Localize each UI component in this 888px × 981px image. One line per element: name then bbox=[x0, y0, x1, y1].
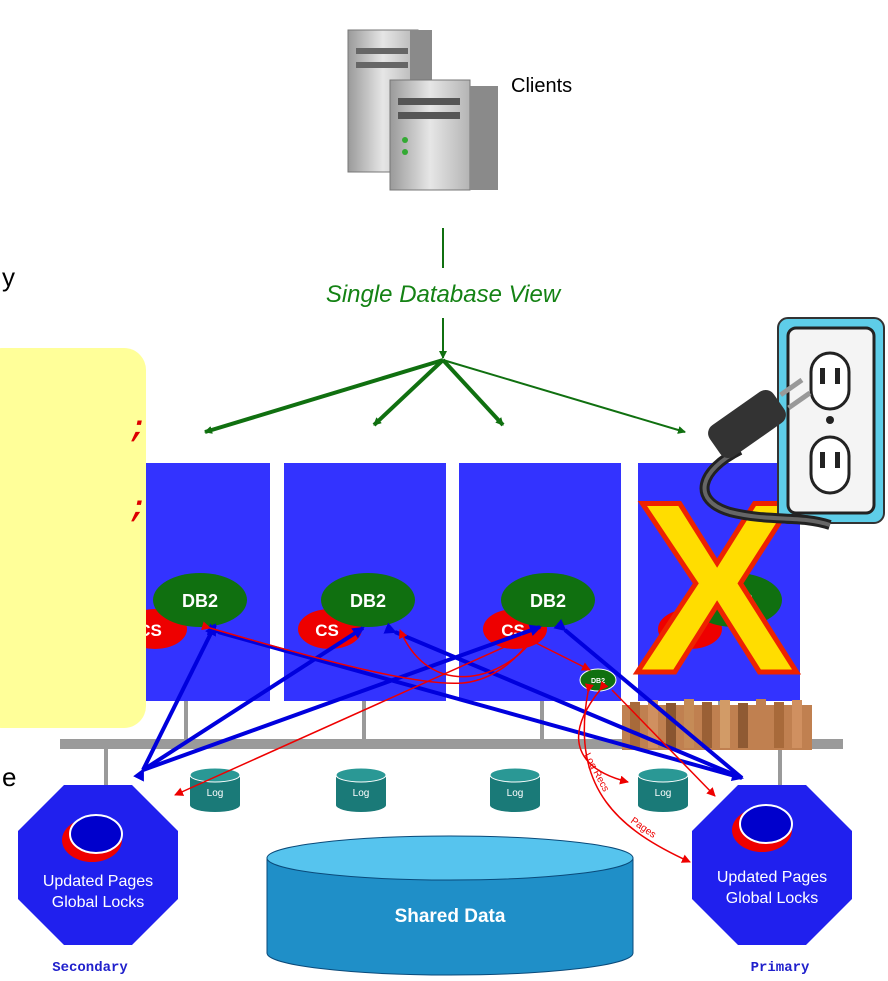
log-disk-4: Log bbox=[637, 767, 689, 812]
log-recs-label: Log Recs bbox=[581, 751, 611, 793]
clients-server-icon bbox=[347, 29, 498, 191]
db2-label-3: DB2 bbox=[530, 591, 566, 611]
cf-secondary-line2: Global Locks bbox=[52, 894, 145, 911]
shared-data-cylinder bbox=[266, 835, 634, 976]
pages-flow bbox=[583, 683, 691, 863]
cf-primary-disc-icon bbox=[739, 804, 793, 844]
edge-text-top: y bbox=[2, 262, 15, 292]
svg-text:Log: Log bbox=[655, 788, 672, 799]
failure-x-mark: X bbox=[635, 450, 798, 724]
cf-secondary-role: Secondary bbox=[52, 960, 128, 976]
svg-text:Log: Log bbox=[207, 788, 224, 799]
cf-primary-role: Primary bbox=[751, 960, 810, 976]
view-arrow-member1 bbox=[204, 358, 444, 434]
bus-drop-primary bbox=[778, 749, 782, 785]
cf-primary-octagon bbox=[692, 785, 852, 945]
red-flow-1 bbox=[201, 621, 531, 685]
bus-drop-secondary bbox=[104, 749, 108, 785]
bus-drop-1 bbox=[184, 700, 188, 740]
view-arrow-member3 bbox=[441, 358, 505, 427]
note-line-1: ; bbox=[129, 412, 148, 446]
note-line-2: ; bbox=[129, 492, 148, 526]
cs-label-2: CS bbox=[315, 621, 339, 640]
db2-label-2: DB2 bbox=[350, 591, 386, 611]
cf-primary-line1: Updated Pages bbox=[717, 869, 827, 886]
db2-badge-1 bbox=[153, 573, 247, 627]
db2-badge-2 bbox=[321, 573, 415, 627]
note-callout bbox=[0, 348, 146, 728]
cf-secondary-disc-icon bbox=[69, 814, 123, 854]
red-flow-2 bbox=[399, 629, 531, 678]
db2-label-1: DB2 bbox=[182, 591, 218, 611]
power-outlet-icon bbox=[777, 317, 885, 524]
cf-secondary-line1: Updated Pages bbox=[43, 873, 153, 890]
log-disk-3: Log bbox=[489, 767, 541, 812]
restart-db2-label: DB2 bbox=[591, 678, 605, 685]
cf-link-sec-m1 bbox=[133, 623, 217, 782]
log-pages-pile-icon bbox=[622, 699, 812, 750]
svg-text:Log: Log bbox=[353, 788, 370, 799]
bus-drop-2 bbox=[362, 700, 366, 740]
clients-label: Clients bbox=[511, 75, 572, 97]
view-arrow-member4 bbox=[442, 359, 686, 434]
log-disk-2: Log bbox=[335, 767, 387, 812]
log-disk-1: Log bbox=[189, 767, 241, 812]
red-flows bbox=[174, 621, 716, 863]
red-flow-to-primary bbox=[611, 689, 716, 797]
db2-badge-4 bbox=[688, 573, 782, 627]
db2-label-4: DB2 bbox=[717, 591, 753, 611]
shared-data-label: Shared Data bbox=[395, 906, 506, 927]
cf-primary-line2: Global Locks bbox=[726, 890, 819, 907]
view-label: Single Database View bbox=[326, 281, 562, 308]
edge-text-bottom: e bbox=[2, 762, 17, 792]
db2-badge-3 bbox=[501, 573, 595, 627]
view-arrow-member2 bbox=[372, 358, 445, 427]
red-flow-to-secondary bbox=[174, 639, 521, 796]
svg-text:Log: Log bbox=[507, 788, 524, 799]
red-flow-3 bbox=[529, 639, 591, 671]
unplugged-cord-icon bbox=[699, 377, 832, 530]
cf-secondary-octagon bbox=[18, 785, 178, 945]
